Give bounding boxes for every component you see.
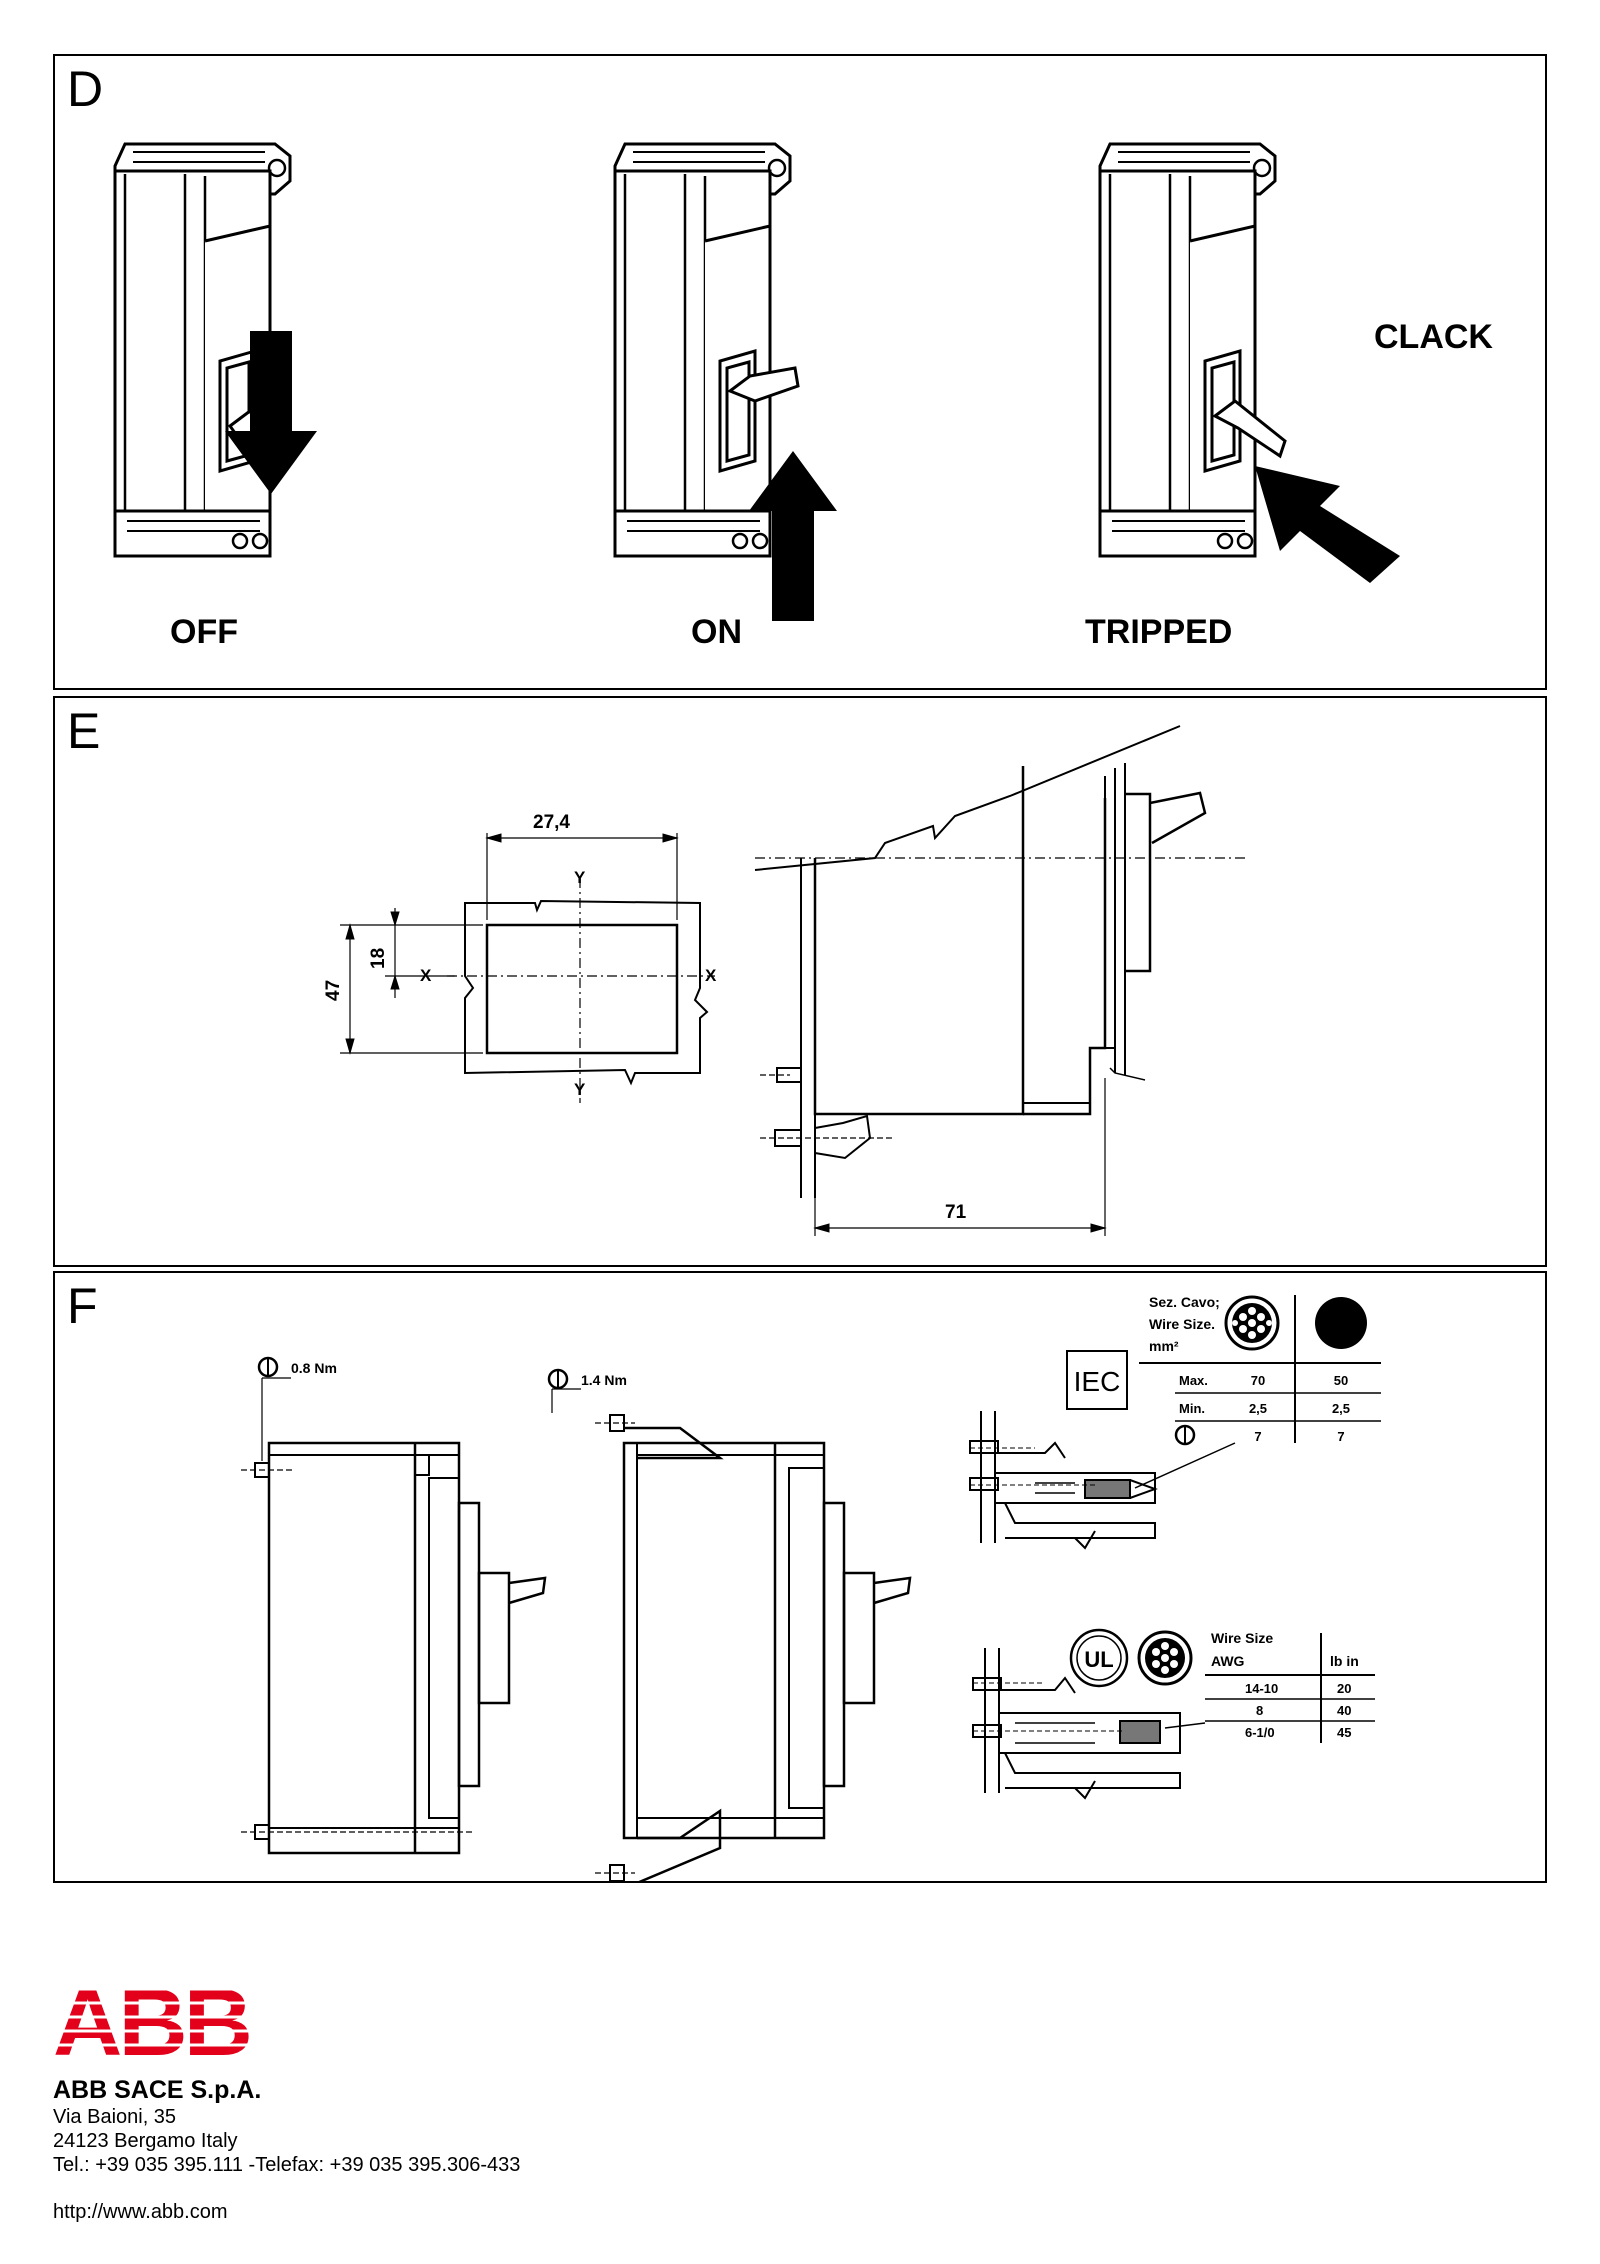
iec-logo: IEC <box>1066 1350 1128 1410</box>
torque-label-small: 0.8 Nm <box>291 1360 337 1376</box>
clack-label: CLACK <box>1374 318 1493 356</box>
ul-logo: UL <box>1069 1628 1129 1688</box>
ul-terminal-section <box>972 1648 1206 1800</box>
axis-x-left: X <box>420 966 432 985</box>
svg-text:2,5: 2,5 <box>1332 1401 1350 1416</box>
panel-d: D <box>53 54 1547 690</box>
svg-text:AWG: AWG <box>1211 1653 1245 1669</box>
website-link[interactable]: http://www.abb.com <box>53 2201 228 2223</box>
front-cutout-view <box>340 833 715 1103</box>
svg-text:45: 45 <box>1337 1725 1351 1740</box>
address-line: 24123 Bergamo Italy <box>53 2130 238 2152</box>
panel-letter-e: E <box>67 703 101 759</box>
torque-icon <box>257 1356 279 1378</box>
breaker-side-view-small <box>241 1377 547 1855</box>
torque-icon <box>547 1368 569 1390</box>
svg-text:UL: UL <box>1084 1647 1113 1672</box>
iec-wire-table: Sez. Cavo; Wire Size. mm² Max. 70 50 <box>1139 1294 1381 1446</box>
terminal-wiring-drawing: 0.8 Nm 1.4 Nm <box>241 1294 1381 1881</box>
ul-wire-table: Wire Size AWG lb in 14-10 20 8 40 6-1/0 … <box>1205 1630 1375 1743</box>
breaker-off-drawing <box>113 142 317 558</box>
torque-icon <box>1174 1424 1196 1446</box>
solid-wire-icon <box>1315 1297 1367 1349</box>
stranded-wire-icon <box>1224 1295 1280 1351</box>
svg-text:50: 50 <box>1334 1373 1348 1388</box>
svg-text:lb in: lb in <box>1330 1653 1359 1669</box>
svg-text:14-10: 14-10 <box>1245 1681 1278 1696</box>
axis-y-bottom: Y <box>574 1080 586 1099</box>
svg-text:ABB: ABB <box>53 1975 249 2065</box>
svg-text:mm²: mm² <box>1149 1338 1179 1354</box>
arrow-up-icon <box>749 451 837 621</box>
arrow-diagonal-icon <box>1255 466 1400 583</box>
svg-text:2,5: 2,5 <box>1249 1401 1267 1416</box>
company-name: ABB SACE S.p.A. <box>53 2076 262 2104</box>
dim-offset: 18 <box>368 948 389 969</box>
torque-label-large: 1.4 Nm <box>581 1372 627 1388</box>
svg-text:7: 7 <box>1254 1429 1261 1444</box>
footer: ABB ABB SACE S.p.A. Via Baioni, 35 24123… <box>53 1969 753 2224</box>
side-view <box>754 725 1245 1236</box>
cutout-dimension-drawing: 27,4 Y Y X X 18 47 <box>323 725 1245 1236</box>
panel-e: E 27,4 Y Y X <box>53 696 1547 1267</box>
svg-text:70: 70 <box>1251 1373 1265 1388</box>
dim-cutout-width: 27,4 <box>533 812 570 833</box>
abb-logo: ABB <box>53 1969 253 2076</box>
dim-height: 47 <box>323 980 344 1001</box>
breaker-side-view-large <box>551 1388 912 1881</box>
svg-text:6-1/0: 6-1/0 <box>1245 1725 1275 1740</box>
iec-terminal-section <box>969 1411 1236 1550</box>
state-label-tripped: TRIPPED <box>1085 613 1232 651</box>
svg-text:Wire Size.: Wire Size. <box>1149 1316 1215 1332</box>
panel-f: F 0.8 Nm 1.4 Nm <box>53 1271 1547 1883</box>
breaker-on-drawing <box>613 142 837 621</box>
contact-line: Tel.: +39 035 395.111 -Telefax: +39 035 … <box>53 2154 521 2176</box>
panel-letter-f: F <box>67 1278 98 1334</box>
dim-depth: 71 <box>945 1202 967 1223</box>
svg-text:Sez. Cavo;: Sez. Cavo; <box>1149 1294 1220 1310</box>
switch-states-illustration: OFF ON TRIPPED CLACK <box>113 142 1493 651</box>
axis-y-top: Y <box>574 868 586 887</box>
svg-text:20: 20 <box>1337 1681 1351 1696</box>
panel-letter-d: D <box>67 61 104 117</box>
state-label-off: OFF <box>170 613 238 651</box>
state-label-on: ON <box>691 613 742 651</box>
svg-text:Wire Size: Wire Size <box>1211 1630 1273 1646</box>
axis-x-right: X <box>705 966 717 985</box>
svg-text:Min.: Min. <box>1179 1401 1205 1416</box>
svg-text:Max.: Max. <box>1179 1373 1208 1388</box>
svg-text:7: 7 <box>1337 1429 1344 1444</box>
svg-text:40: 40 <box>1337 1703 1351 1718</box>
stranded-wire-icon <box>1137 1630 1193 1686</box>
svg-text:IEC: IEC <box>1074 1366 1121 1397</box>
svg-text:8: 8 <box>1256 1703 1263 1718</box>
address-line: Via Baioni, 35 <box>53 2106 177 2128</box>
breaker-tripped-drawing <box>1098 142 1400 583</box>
arrow-down-icon <box>225 331 317 494</box>
